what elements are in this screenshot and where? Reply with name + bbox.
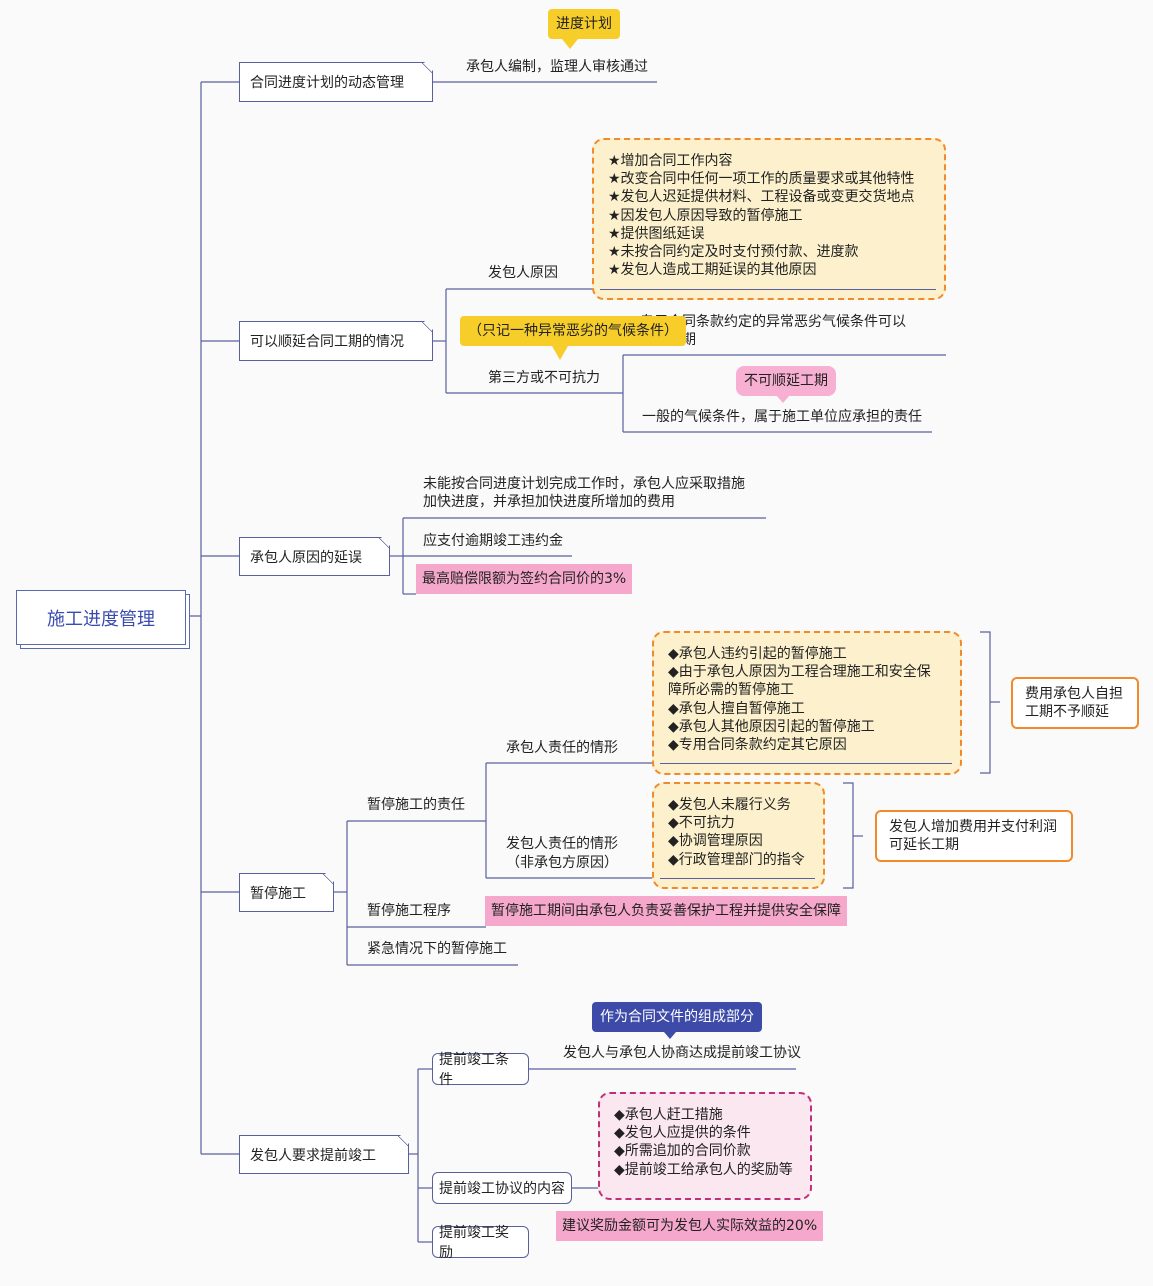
emergency-suspension: 紧急情况下的暂停施工 bbox=[367, 941, 507, 957]
callout-tail bbox=[552, 346, 568, 360]
list-item: ★增加合同工作内容 bbox=[608, 153, 733, 169]
employer-cause-list: ★增加合同工作内容 ★改变合同中任何一项工作的质量要求或其他特性★发包人迟延提供材… bbox=[592, 138, 946, 300]
list-item: ◆承包人赶工措施 bbox=[614, 1107, 723, 1123]
suspension-procedure: 暂停施工程序 bbox=[367, 903, 451, 919]
list-item: ◆承包人其他原因引起的暂停施工 bbox=[668, 718, 875, 735]
list-item: ◆由于承包人原因为工程合理施工和安全保 bbox=[668, 664, 931, 681]
callout-contract-part: 作为合同文件的组成部分 bbox=[592, 1002, 762, 1032]
early-completion-content[interactable]: 提前竣工协议的内容 bbox=[432, 1172, 572, 1204]
branch-label: 承包人原因的延误 bbox=[250, 549, 362, 566]
list-item: ◆发包人未履行义务 bbox=[668, 797, 791, 813]
list-item: ◆提前竣工给承包人的奖励等 bbox=[614, 1161, 793, 1178]
callout-weather: （只记一种异常恶劣的气候条件） bbox=[460, 316, 686, 346]
list-item: ★未按合同约定及时支付预付款、进度款 bbox=[608, 244, 859, 261]
callout-tail bbox=[562, 39, 578, 49]
branch-early-completion[interactable]: 发包人要求提前竣工 bbox=[239, 1135, 409, 1174]
branch-contract-schedule[interactable]: 合同进度计划的动态管理 bbox=[239, 62, 433, 102]
list-item: ★因发包人原因导致的暂停施工 bbox=[608, 207, 803, 224]
early-completion-reward[interactable]: 提前竣工奖励 bbox=[432, 1225, 529, 1261]
list-item: ◆不可抗力 bbox=[668, 815, 735, 832]
b3-item3-highlight: 最高赔偿限额为签约合同价的3% bbox=[416, 564, 633, 594]
list-item: ◆所需追加的合同价款 bbox=[614, 1143, 751, 1160]
early-completion-condition[interactable]: 提前竣工条件 bbox=[432, 1052, 529, 1088]
agreement-content-list: ◆承包人赶工措施 ◆发包人应提供的条件◆所需追加的合同价款◆提前竣工给承包人的奖励… bbox=[598, 1092, 812, 1200]
branch-contractor-delay[interactable]: 承包人原因的延误 bbox=[239, 537, 390, 576]
contractor-responsibility: 承包人责任的情形 bbox=[506, 740, 618, 756]
list-item: 障所必需的暂停施工 bbox=[668, 682, 794, 699]
list-item: ◆承包人违约引起的暂停施工 bbox=[668, 646, 847, 662]
callout-schedule: 进度计划 bbox=[548, 9, 620, 39]
branch-extension-cases[interactable]: 可以顺延合同工期的情况 bbox=[239, 321, 433, 361]
contractor-cause-list: ◆承包人违约引起的暂停施工 ◆由于承包人原因为工程合理施工和安全保障所必需的暂停施… bbox=[652, 631, 962, 775]
contractor-summary: 费用承包人自担工期不予顺延 bbox=[1011, 677, 1139, 729]
branch-suspension[interactable]: 暂停施工 bbox=[239, 873, 334, 912]
root-node[interactable]: 施工进度管理 bbox=[16, 590, 186, 645]
list-item: ◆行政管理部门的指令 bbox=[668, 851, 805, 868]
callout-tail bbox=[664, 1032, 676, 1039]
employer-responsibility-line1: 发包人责任的情形 bbox=[506, 836, 618, 852]
reward-note-highlight: 建议奖励金额可为发包人实际效益的20% bbox=[556, 1211, 824, 1241]
list-item: ◆专用合同条款约定其它原因 bbox=[668, 737, 847, 754]
b3-item2: 应支付逾期竣工违约金 bbox=[423, 533, 563, 549]
list-item: ◆协调管理原因 bbox=[668, 833, 763, 850]
employer-summary: 发包人增加费用并支付利润可延长工期 bbox=[875, 810, 1073, 862]
branch-label: 暂停施工 bbox=[250, 885, 306, 902]
b3-item1-line2: 加快进度，并承担加快进度所增加的费用 bbox=[423, 494, 675, 510]
third-party-cause: 第三方或不可抗力 bbox=[488, 370, 600, 386]
branch-label: 发包人要求提前竣工 bbox=[250, 1147, 376, 1164]
list-item: ★发包人造成工期延误的其他原因 bbox=[608, 262, 817, 279]
third-a-line1: 专用合同条款约定的异常恶劣气候条件可以 bbox=[640, 314, 906, 330]
employer-cause: 发包人原因 bbox=[488, 265, 558, 281]
callout-tail bbox=[776, 395, 790, 403]
b1-text: 承包人编制，监理人审核通过 bbox=[466, 59, 648, 75]
branch-label: 合同进度计划的动态管理 bbox=[250, 75, 404, 91]
third-b-text: 一般的气候条件，属于施工单位应承担的责任 bbox=[642, 409, 922, 425]
list-item: ★提供图纸延误 bbox=[608, 225, 705, 242]
condition-text: 发包人与承包人协商达成提前竣工协议 bbox=[563, 1045, 801, 1061]
list-item: ★发包人迟延提供材料、工程设备或变更交货地点 bbox=[608, 189, 915, 206]
list-item: ◆承包人擅自暂停施工 bbox=[668, 700, 805, 717]
callout-no-extension: 不可顺延工期 bbox=[736, 366, 836, 396]
suspension-responsibility: 暂停施工的责任 bbox=[367, 797, 465, 813]
list-item: ★改变合同中任何一项工作的质量要求或其他特性 bbox=[608, 171, 915, 188]
branch-label: 可以顺延合同工期的情况 bbox=[250, 334, 404, 350]
procedure-note-highlight: 暂停施工期间由承包人负责妥善保护工程并提供安全保障 bbox=[485, 896, 847, 926]
employer-responsibility-line2: （非承包方原因） bbox=[506, 855, 618, 871]
b3-item1-line1: 未能按合同进度计划完成工作时，承包人应采取措施 bbox=[423, 476, 745, 492]
employer-cause-list-b4: ◆发包人未履行义务 ◆不可抗力◆协调管理原因◆行政管理部门的指令 bbox=[652, 782, 825, 889]
list-item: ◆发包人应提供的条件 bbox=[614, 1125, 751, 1142]
